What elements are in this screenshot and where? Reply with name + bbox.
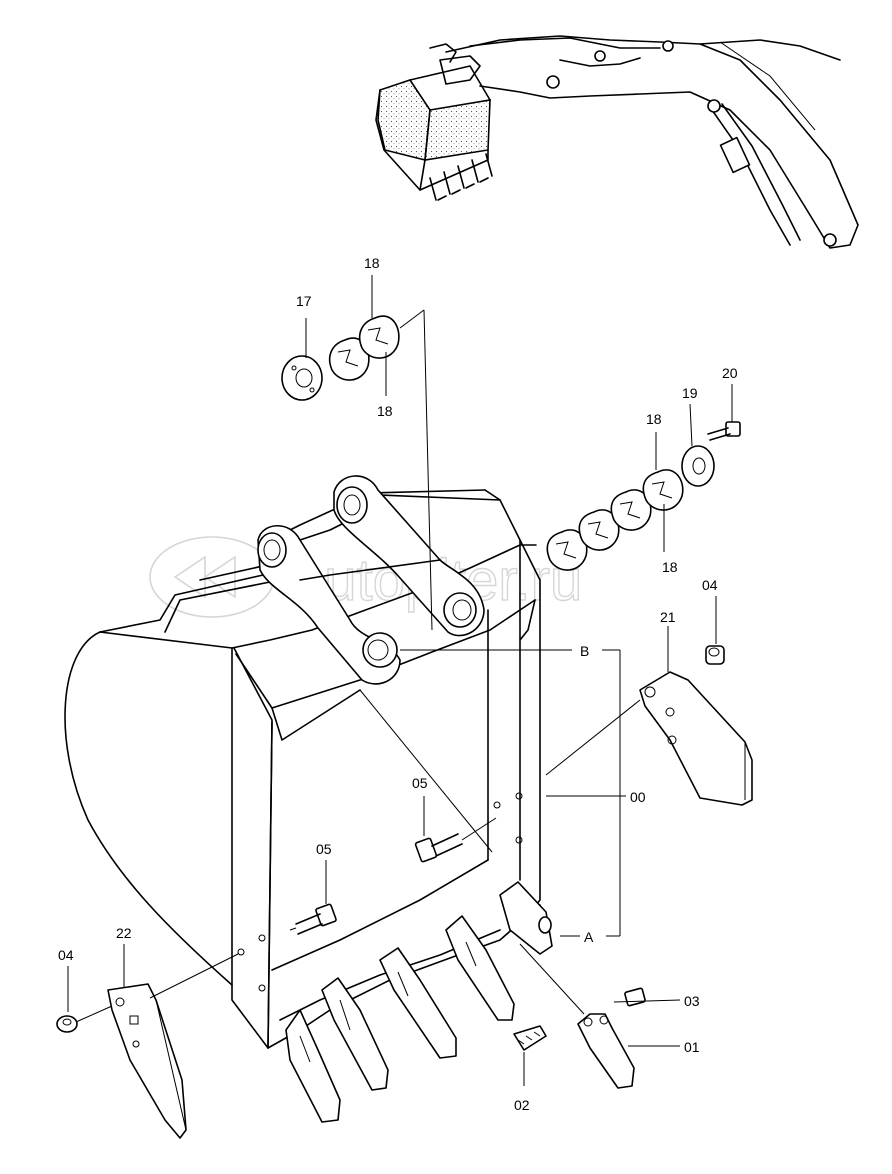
label-22: 22 xyxy=(116,925,132,941)
part-19-plate xyxy=(681,445,715,487)
part-18-shims-right xyxy=(546,469,684,571)
leader-lines xyxy=(67,275,733,1086)
label-20: 20 xyxy=(722,365,738,381)
label-19: 19 xyxy=(682,385,698,401)
part-22-side-cutter xyxy=(107,983,187,1139)
label-18-upper: 18 xyxy=(377,403,393,419)
label-18-top: 18 xyxy=(364,255,380,271)
label-18-right-bottom: 18 xyxy=(662,559,678,575)
label-21: 21 xyxy=(660,609,676,625)
part-04-nut-right xyxy=(705,645,725,665)
label-05-lower: 05 xyxy=(316,841,332,857)
excavator-arm-inset xyxy=(375,35,859,249)
part-05-bolt-b xyxy=(289,903,337,935)
part-05-bolt-a xyxy=(414,817,497,863)
part-21-side-cutter xyxy=(639,671,753,806)
part-18-shim-upper-b xyxy=(358,315,400,359)
label-02: 02 xyxy=(514,1097,530,1113)
part-02-pin xyxy=(513,1025,547,1051)
part-01-tooth xyxy=(577,1013,635,1089)
label-01: 01 xyxy=(684,1039,700,1055)
label-05-upper: 05 xyxy=(412,775,428,791)
label-03: 03 xyxy=(684,993,700,1009)
label-04-left: 04 xyxy=(58,947,74,963)
part-04-nut-left xyxy=(56,1015,78,1033)
label-04-right: 04 xyxy=(702,577,718,593)
part-labels: 17 18 18 18 18 19 20 21 04 00 05 05 22 0… xyxy=(58,255,738,1113)
bucket-brackets xyxy=(257,475,485,685)
label-17: 17 xyxy=(296,293,312,309)
label-ref-b: B xyxy=(580,643,589,659)
part-20-bolt xyxy=(707,421,741,441)
part-03-lock xyxy=(624,987,646,1007)
label-18-right-top: 18 xyxy=(646,411,662,427)
label-00: 00 xyxy=(630,789,646,805)
label-ref-a: A xyxy=(584,929,594,945)
bucket-teeth xyxy=(285,881,553,1123)
part-17-plate xyxy=(281,355,323,401)
